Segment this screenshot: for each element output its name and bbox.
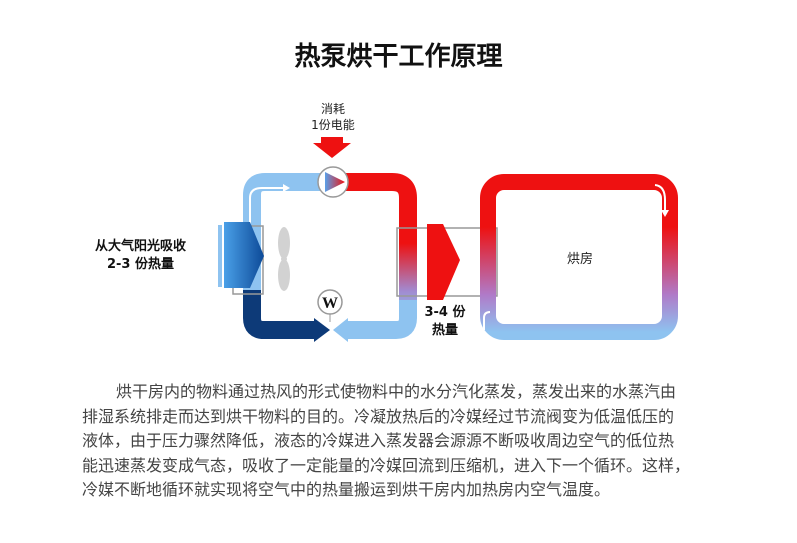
condenser-frame — [396, 227, 498, 297]
room-label: 烘房 — [566, 252, 593, 267]
fan-icon — [278, 227, 290, 291]
paragraph-line: 烘干房内的物料通过热风的形式使物料中的水分汽化蒸发，蒸发出来的水蒸汽由 — [116, 382, 677, 401]
heat-out-line: 3-4 份 — [424, 305, 466, 320]
heat-absorbed-line: 2-3 份热量 — [106, 257, 174, 272]
cold-pipe-top — [243, 173, 322, 300]
cold-pipe-bottom — [243, 290, 318, 339]
heat-absorbed-line: 从大气阳光吸收 — [94, 239, 186, 254]
heat-out-line: 热量 — [431, 323, 458, 338]
paragraph-line: 排湿系统排走而达到烘干物料的目的。冷凝放热后的冷媒经过节流阀变为低温低压的 — [82, 406, 675, 426]
paragraph-line: 液体，由于压力骤然降低，液态的冷媒进入蒸发器会源源不断吸收周边空气的低位热 — [82, 431, 675, 450]
absorb-arrow-icon — [224, 222, 264, 288]
energy-label-line: 消耗 — [320, 102, 345, 116]
paragraph-line: 冷媒不断地循环就实现将空气中的热量搬运到烘干房内加热房内空气温度。 — [82, 480, 611, 499]
page-title: 热泵烘干工作原理 — [294, 42, 503, 72]
description-paragraph: 烘干房内的物料通过热风的形式使物料中的水分汽化蒸发，蒸发出来的水蒸汽由 排湿系统… — [82, 380, 722, 503]
heat-out-label: 3-4 份 热量 — [420, 304, 470, 340]
valve-symbol: W — [322, 295, 338, 312]
drying-room — [480, 174, 678, 340]
heat-out-arrow-icon — [427, 224, 460, 300]
heat-absorbed-label: 从大气阳光吸收 2-3 份热量 — [78, 238, 203, 274]
paragraph-line: 能迅速蒸发变成气态，吸收了一定能量的冷媒回流到压缩机，进入下一个循环。这样， — [82, 455, 691, 475]
energy-arrow-icon — [313, 143, 351, 158]
hot-pipe — [345, 173, 417, 318]
flow-arrow-icon — [249, 187, 285, 240]
energy-label: 消耗 1份电能 — [305, 101, 361, 133]
return-pipe — [345, 300, 417, 339]
energy-label-line: 1份电能 — [311, 118, 355, 132]
